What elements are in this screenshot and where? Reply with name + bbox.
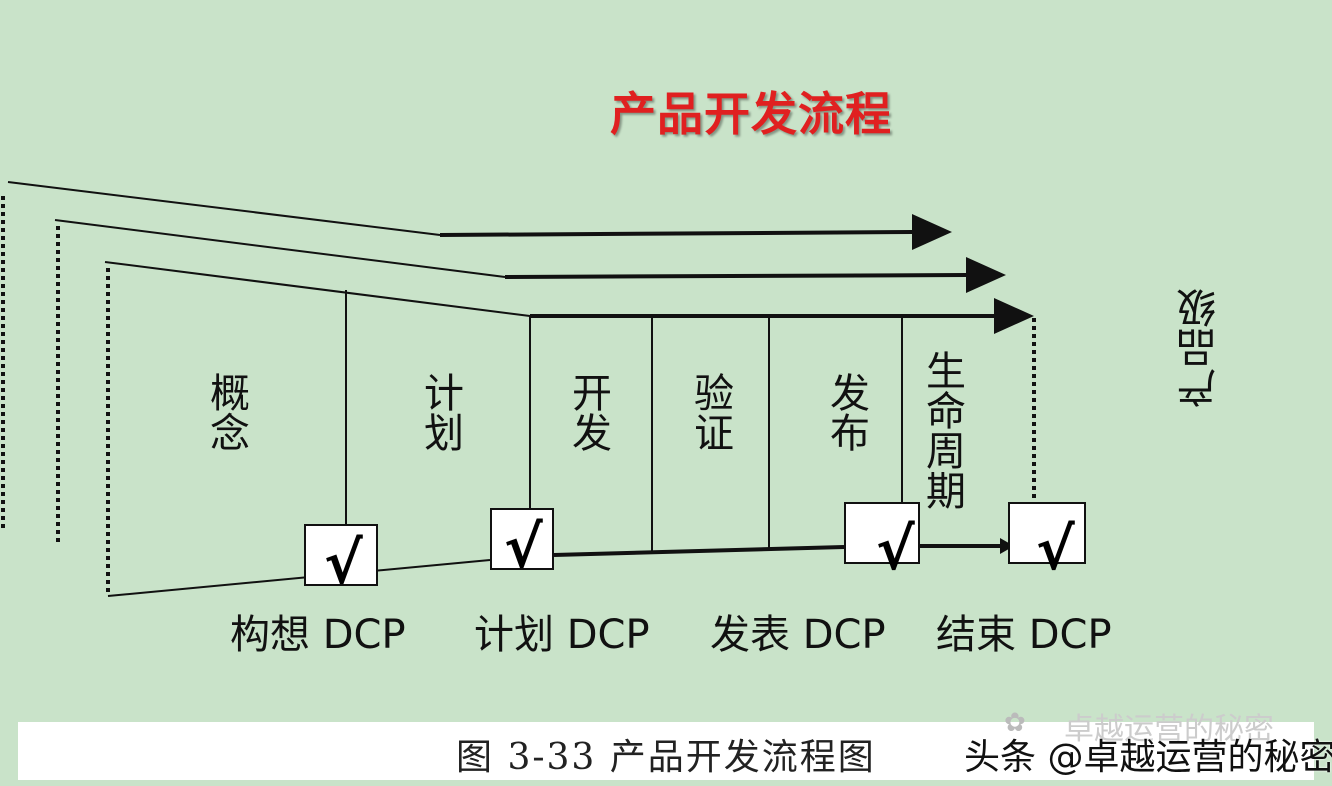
dcp-checkbox-end: √ <box>1008 502 1086 578</box>
phase-release: 发布 <box>823 372 869 452</box>
bottom-line-left <box>107 559 491 597</box>
dcp-checkbox-release: √ <box>844 502 920 578</box>
dcp-checkbox-plan: √ <box>490 508 554 576</box>
product-level-label: 产品级 <box>1177 288 1223 408</box>
converge-line-2 <box>54 219 506 278</box>
watermark: 头条 @卓越运营的秘密 <box>964 737 1332 778</box>
caption-bar <box>18 722 1314 780</box>
phase-plan: 计划 <box>417 372 463 452</box>
phase-concept: 概念 <box>203 372 249 452</box>
bottom-line-mid <box>553 545 845 557</box>
diagram-title: 产品开发流程 <box>610 87 892 141</box>
converge-line-3 <box>104 261 531 317</box>
dcp-label-release: 发表 DCP <box>710 612 886 658</box>
checkmark-icon: √ <box>1036 515 1075 583</box>
dcp-label-concept: 构想 DCP <box>230 612 406 658</box>
phase-verify: 验证 <box>687 372 733 452</box>
dcp-label-end: 结束 DCP <box>936 612 1112 658</box>
arrowhead-bottom-line <box>1000 538 1014 554</box>
checkmark-icon: √ <box>876 515 915 583</box>
phase-develop: 开发 <box>565 372 611 452</box>
arrowhead-top <box>912 214 952 250</box>
dcp-label-plan: 计划 DCP <box>474 612 650 658</box>
arrow-top <box>439 230 913 237</box>
dcp-checkbox-concept: √ <box>304 524 378 592</box>
converge-line-1 <box>7 181 441 236</box>
watermark-faint: 卓越运营的秘密 <box>1064 712 1274 747</box>
arrowhead-middle <box>966 257 1006 293</box>
figure-caption: 图 3-33 产品开发流程图 <box>456 737 876 778</box>
wechat-icon: ✿ <box>1004 708 1026 738</box>
arrow-middle <box>504 273 967 279</box>
checkmark-icon: √ <box>324 529 363 597</box>
phase-lifecycle: 生命周期 <box>919 350 965 510</box>
arrowhead-bottom <box>994 298 1034 334</box>
checkmark-icon: √ <box>504 513 543 581</box>
